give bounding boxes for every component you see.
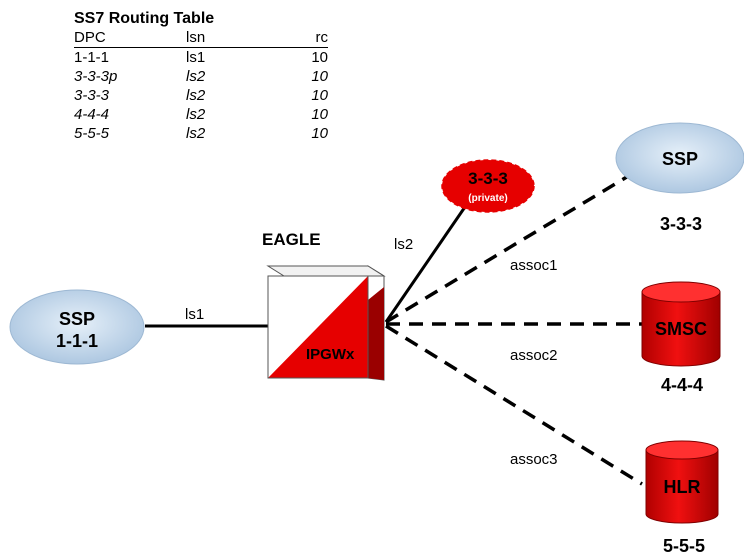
label-assoc1: assoc1 xyxy=(510,257,558,274)
smsc-code: 4-4-4 xyxy=(661,375,703,395)
hlr-label: HLR xyxy=(664,477,701,497)
hlr-code: 5-5-5 xyxy=(663,536,705,556)
private-node: 3-3-3 (private) xyxy=(441,159,535,213)
eagle-label: EAGLE xyxy=(262,230,321,249)
routing-table-grid: DPC lsn rc 1-1-1 ls1 10 3-3-3p ls2 10 3-… xyxy=(74,28,328,143)
private-node-label: 3-3-3 xyxy=(468,169,508,188)
label-ls2: ls2 xyxy=(394,236,413,253)
hlr-cylinder: HLR xyxy=(645,440,719,524)
header-dpc: DPC xyxy=(74,28,186,48)
label-assoc2: assoc2 xyxy=(510,347,558,364)
cell-dpc: 5-5-5 xyxy=(74,125,110,142)
ssp-node-left: SSP 1-1-1 xyxy=(9,289,145,365)
ssp-right-label: SSP xyxy=(662,149,698,169)
routing-table-title: SS7 Routing Table xyxy=(74,10,215,27)
cell-rc: 10 xyxy=(311,49,328,66)
cell-lsn: ls2 xyxy=(186,106,206,123)
link-assoc3 xyxy=(385,324,643,486)
table-row: 4-4-4 ls2 10 xyxy=(74,105,328,124)
routing-table-header: DPC lsn rc xyxy=(74,28,328,48)
label-ls1: ls1 xyxy=(185,306,204,323)
table-row: 5-5-5 ls2 10 xyxy=(74,124,328,143)
ssp-node-right: SSP xyxy=(615,122,744,194)
link-ls2 xyxy=(384,203,469,323)
cell-dpc: 3-3-3 xyxy=(74,87,110,104)
table-row: 1-1-1 ls1 10 xyxy=(74,48,328,68)
cell-lsn: ls1 xyxy=(186,49,206,66)
cell-lsn: ls2 xyxy=(186,87,206,104)
routing-table: SS7 Routing Table DPC lsn rc 1-1-1 ls1 1… xyxy=(74,10,328,143)
cell-dpc: 1-1-1 xyxy=(74,49,110,66)
eagle-box: IPGWx xyxy=(266,265,386,381)
cell-dpc: 3-3-3p xyxy=(74,68,118,85)
table-row: 3-3-3p ls2 10 xyxy=(74,67,328,86)
label-assoc3: assoc3 xyxy=(510,451,558,468)
ssp-left-label: SSP xyxy=(59,309,95,329)
header-lsn: lsn xyxy=(186,28,298,48)
eagle-box-label: IPGWx xyxy=(306,346,355,363)
smsc-cylinder: SMSC xyxy=(641,281,721,367)
ssp-left-code: 1-1-1 xyxy=(56,331,98,351)
smsc-label: SMSC xyxy=(655,319,707,339)
cell-lsn: ls2 xyxy=(186,68,206,85)
cell-dpc: 4-4-4 xyxy=(74,106,110,123)
cell-rc: 10 xyxy=(311,87,328,104)
cell-rc: 10 xyxy=(311,68,328,85)
table-row: 3-3-3 ls2 10 xyxy=(74,86,328,105)
cell-rc: 10 xyxy=(311,125,328,142)
header-rc: rc xyxy=(298,28,328,48)
link-assoc1 xyxy=(385,173,631,324)
ssp-right-code: 3-3-3 xyxy=(660,214,702,234)
private-node-sub: (private) xyxy=(468,193,507,204)
cell-rc: 10 xyxy=(311,106,328,123)
cell-lsn: ls2 xyxy=(186,125,206,142)
